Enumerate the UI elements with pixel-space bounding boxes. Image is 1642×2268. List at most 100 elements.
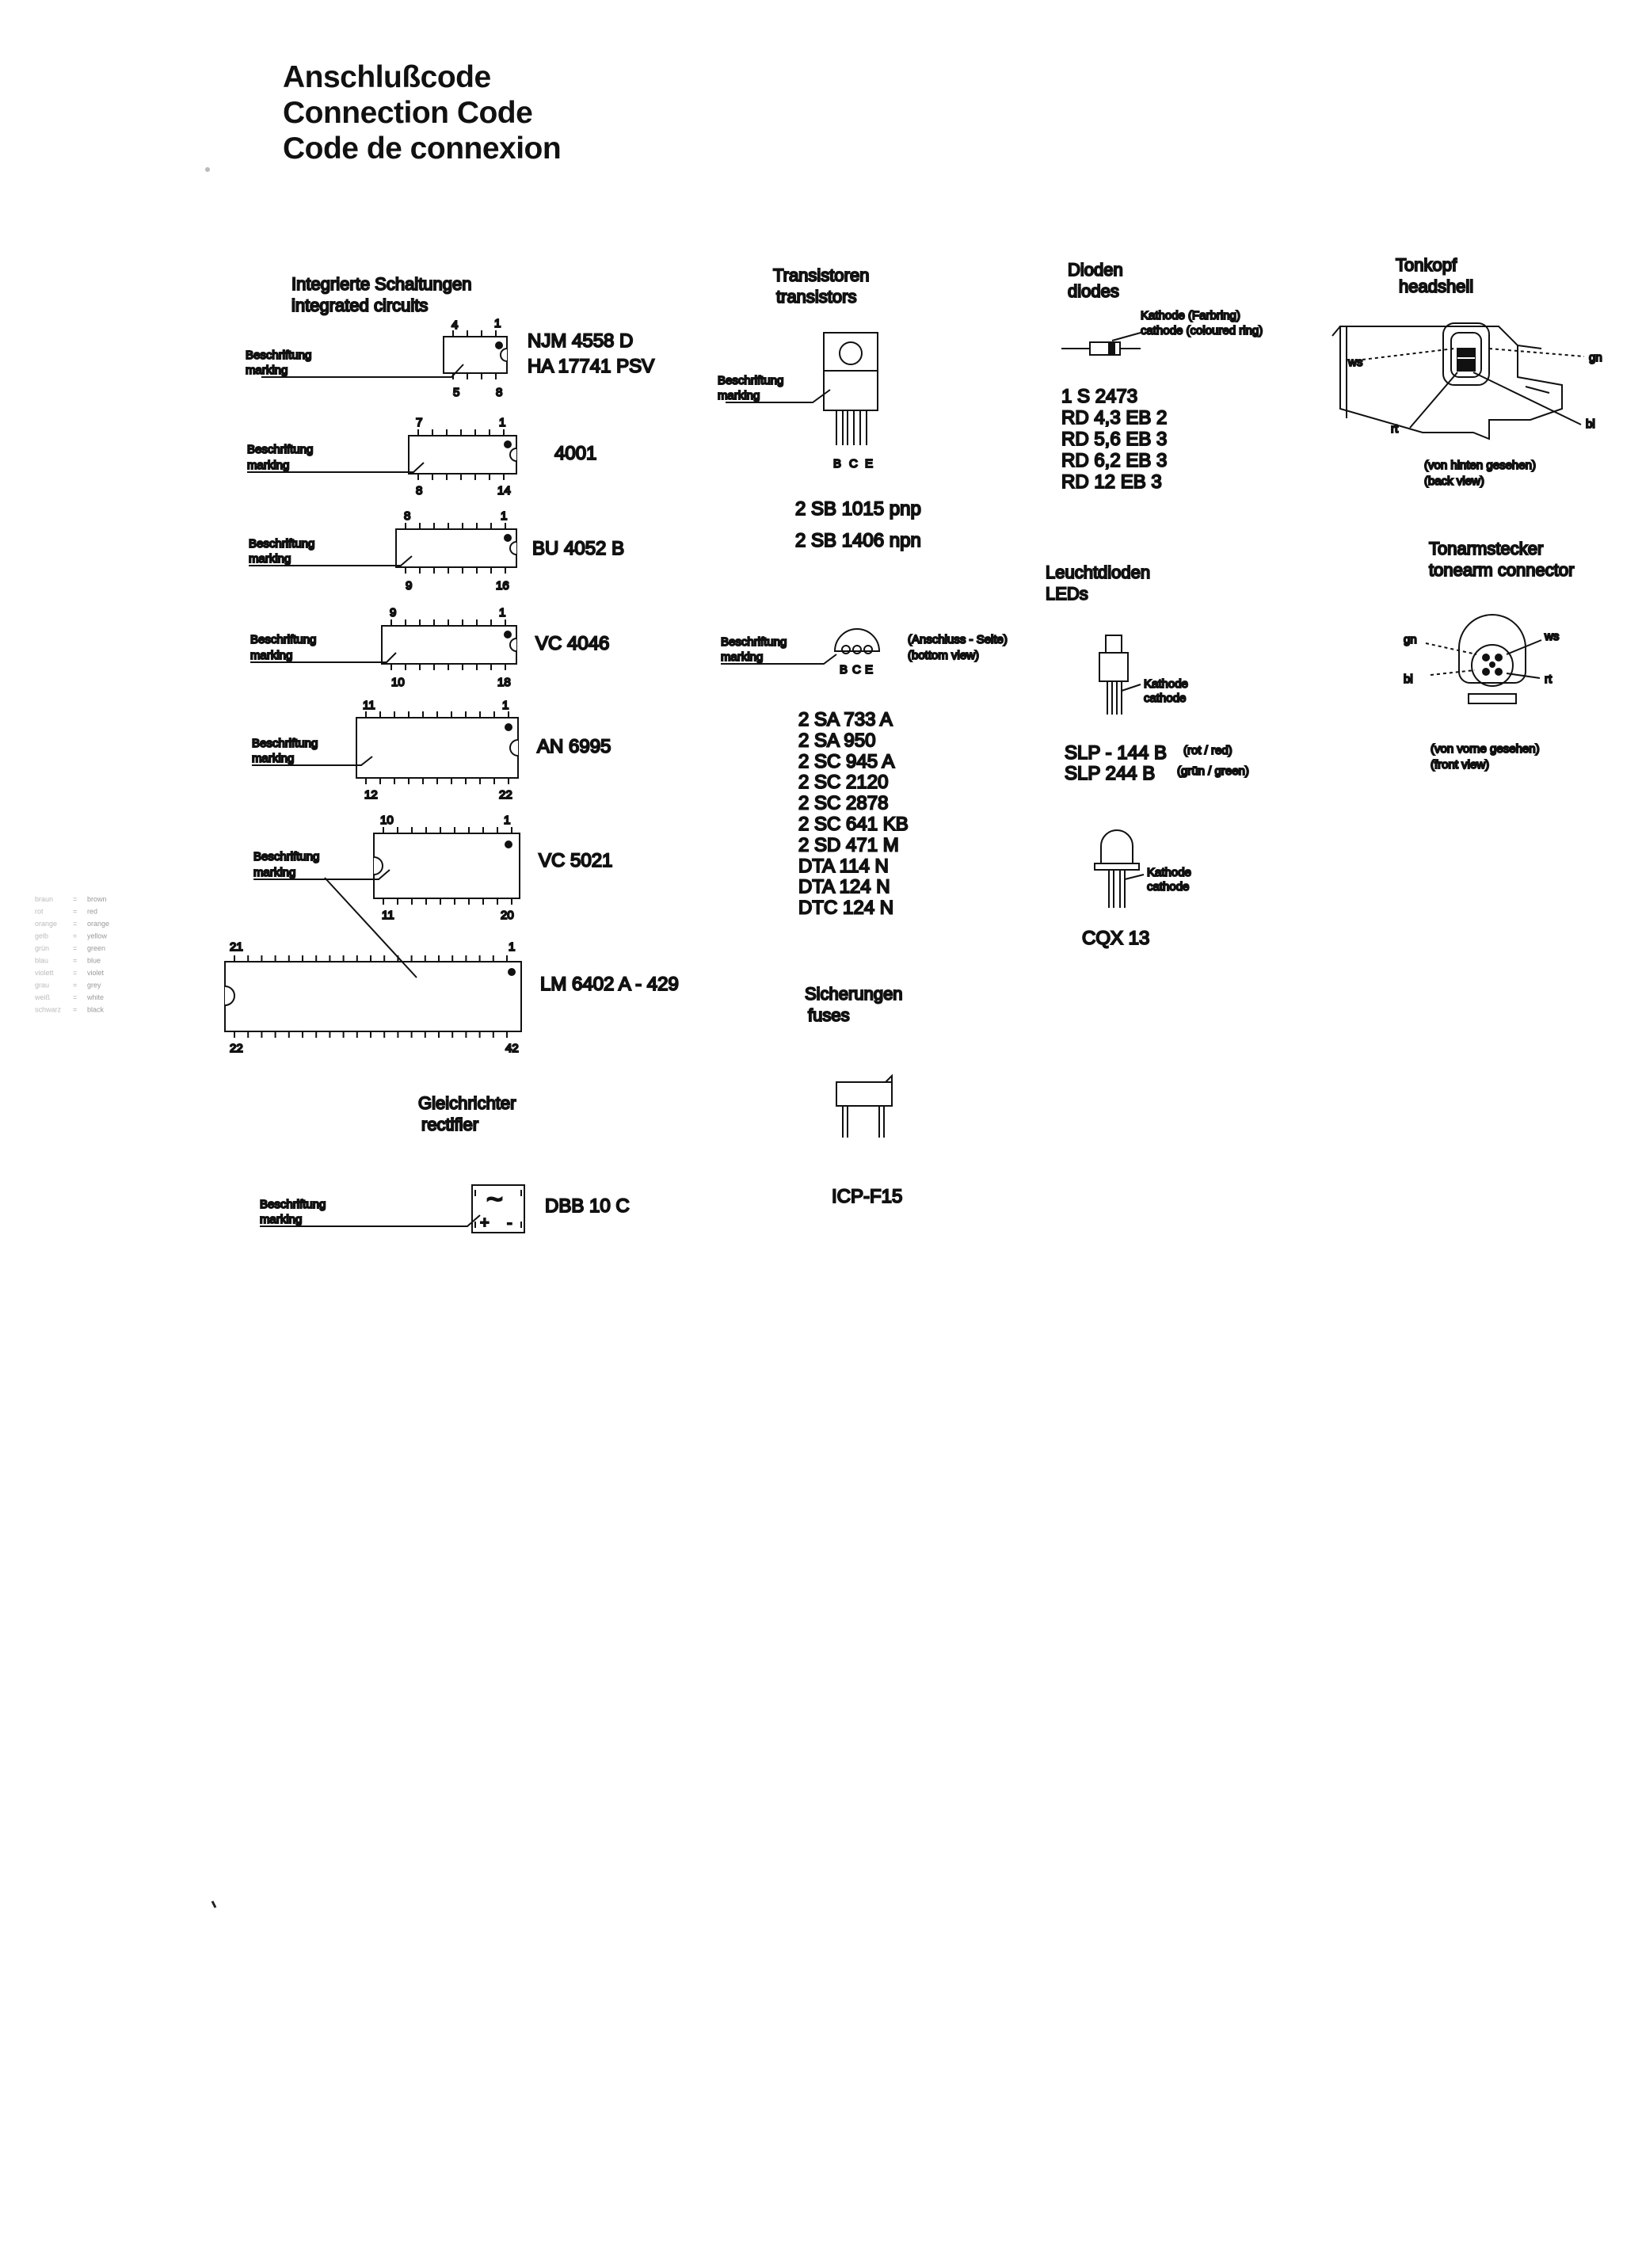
- pin-label: 8: [404, 509, 410, 523]
- headshell-view-de: (von hinten gesehen): [1424, 459, 1536, 472]
- legend-color-de: blau: [35, 957, 48, 965]
- led-part: CQX 13: [1082, 928, 1149, 949]
- headshell-heading-en: headshell: [1399, 276, 1473, 296]
- transistor-heading-en: transistors: [776, 287, 856, 307]
- legend-color-en: green: [87, 944, 105, 952]
- pin-label: 1: [504, 814, 510, 827]
- legend-color-en: violet: [87, 969, 105, 977]
- speck: [211, 1900, 217, 1908]
- marking-en: marking: [253, 866, 295, 879]
- pin-label: 42: [505, 1042, 519, 1055]
- cathode-en: cathode: [1147, 880, 1189, 894]
- pin-label: 22: [499, 788, 512, 802]
- headshell-section: Tonkopf headshell ws gn rt bl (von hinte…: [1332, 254, 1603, 489]
- pin-e: E: [865, 457, 873, 471]
- ic-section: Integrierte Schaltungen integrated circu…: [224, 273, 680, 1056]
- transistor-part: 2 SA 950: [798, 730, 875, 751]
- page-title: Anschlußcode Connection Code Code de con…: [283, 59, 562, 166]
- ic-part: LM 6402 A - 429: [540, 974, 679, 995]
- transistor-part: DTA 114 N: [798, 856, 889, 877]
- legend-color-en: blue: [87, 957, 101, 965]
- marking-de: Beschriftung: [246, 349, 311, 362]
- pin-b: B: [833, 457, 841, 471]
- wire-gn: gn: [1589, 351, 1602, 364]
- transistor-part: 2 SA 733 A: [798, 709, 893, 730]
- minus-symbol: -: [507, 1214, 512, 1232]
- legend-color-en: grey: [87, 982, 101, 989]
- diode-note-de: Kathode (Farbring): [1141, 309, 1240, 322]
- legend-color-de: grün: [35, 944, 49, 952]
- fuse-section: Sicherungen fuses ICP-F15: [804, 983, 904, 1208]
- pin-label: 11: [363, 699, 375, 712]
- tonearm-section: Tonarmstecker tonearm connector gn ws bl…: [1403, 538, 1575, 772]
- tonearm-view-de: (von vorne gesehen): [1431, 742, 1540, 756]
- led-part: SLP 244 B: [1065, 763, 1155, 784]
- diode-part: RD 12 EB 3: [1061, 471, 1162, 493]
- diode-part: RD 4,3 EB 2: [1061, 407, 1167, 429]
- legend-equals: =: [73, 993, 77, 1001]
- legend-equals: =: [73, 932, 77, 940]
- tonearm-heading-de: Tonarmstecker: [1429, 539, 1543, 558]
- legend-equals: =: [73, 969, 77, 977]
- pin-label: 5: [453, 386, 459, 399]
- pin-label: 22: [230, 1042, 243, 1055]
- pin-label: 9: [390, 606, 396, 619]
- headshell-view-en: (back view): [1424, 475, 1484, 488]
- pin-label: 11: [382, 909, 394, 922]
- led-heading-de: Leuchtdioden: [1046, 562, 1150, 582]
- rectifier-heading-en: rectifier: [421, 1115, 478, 1134]
- title-french: Code de connexion: [283, 132, 562, 166]
- legend-equals: =: [73, 908, 77, 916]
- legend-color-de: gelb: [35, 932, 48, 940]
- wire-ws: ws: [1347, 356, 1362, 369]
- led-section: Leuchtdioden LEDs Kathode cathode SLP - …: [1045, 562, 1250, 950]
- ic-part: BU 4052 B: [532, 538, 624, 559]
- legend-color-de: braun: [35, 895, 53, 903]
- legend-color-de: orange: [35, 920, 57, 928]
- cathode-de: Kathode: [1144, 677, 1188, 691]
- pin-label: 16: [496, 579, 509, 593]
- diode-note-en: cathode (coloured ring): [1141, 324, 1263, 337]
- transistor-part: 2 SC 2878: [798, 793, 888, 814]
- pin-label: 10: [391, 676, 405, 689]
- ic-chip-4: Beschriftung marking 9 1 10 18 VC 4046: [250, 605, 610, 690]
- legend-equals: =: [73, 895, 77, 903]
- marking-en: marking: [252, 752, 294, 765]
- ac-symbol: ~: [486, 1183, 503, 1215]
- diode-part: 1 S 2473: [1061, 386, 1137, 407]
- marking-de: Beschriftung: [252, 737, 318, 750]
- pin-b: B: [840, 663, 848, 677]
- title-english: Connection Code: [283, 96, 533, 130]
- legend-equals: =: [73, 920, 77, 928]
- legend-color-en: white: [86, 993, 104, 1001]
- led-heading-en: LEDs: [1046, 584, 1088, 604]
- led-color: (grün / green): [1177, 764, 1249, 778]
- pin-label: 12: [364, 788, 378, 802]
- fuse-heading-de: Sicherungen: [805, 984, 903, 1004]
- pin-e: E: [865, 663, 873, 677]
- marking-en: marking: [718, 389, 760, 402]
- transistor-part: 2 SD 471 M: [798, 834, 899, 856]
- marking-en: marking: [249, 552, 291, 566]
- transistor-part: 2 SB 1015 pnp: [795, 498, 921, 520]
- diode-heading-de: Dioden: [1068, 260, 1123, 280]
- pin-label: 18: [497, 676, 511, 689]
- pin-label: 1: [509, 940, 515, 954]
- marking-de: Beschriftung: [718, 374, 783, 387]
- ic-chip-7: 21 1 22 42 LM 6402 A - 429: [224, 877, 680, 1056]
- fuse-heading-en: fuses: [808, 1005, 850, 1025]
- wire-rt: rt: [1391, 422, 1399, 436]
- tonearm-view-en: (front view): [1431, 758, 1489, 772]
- pin-label: 7: [416, 416, 422, 429]
- cathode-de: Kathode: [1147, 866, 1191, 879]
- ic-part: VC 4046: [535, 633, 609, 654]
- pin-label: 10: [380, 814, 394, 827]
- ic-chip-1: Beschriftung marking 4 1 5 8 NJM 4558 D …: [245, 316, 655, 400]
- pin-label: 9: [406, 579, 412, 593]
- diode-part: RD 5,6 EB 3: [1061, 429, 1167, 450]
- transistor-heading-de: Transistoren: [773, 265, 869, 285]
- transistor-section: Transistoren transistors Beschriftung ma…: [717, 265, 1008, 920]
- marking-de: Beschriftung: [249, 537, 314, 551]
